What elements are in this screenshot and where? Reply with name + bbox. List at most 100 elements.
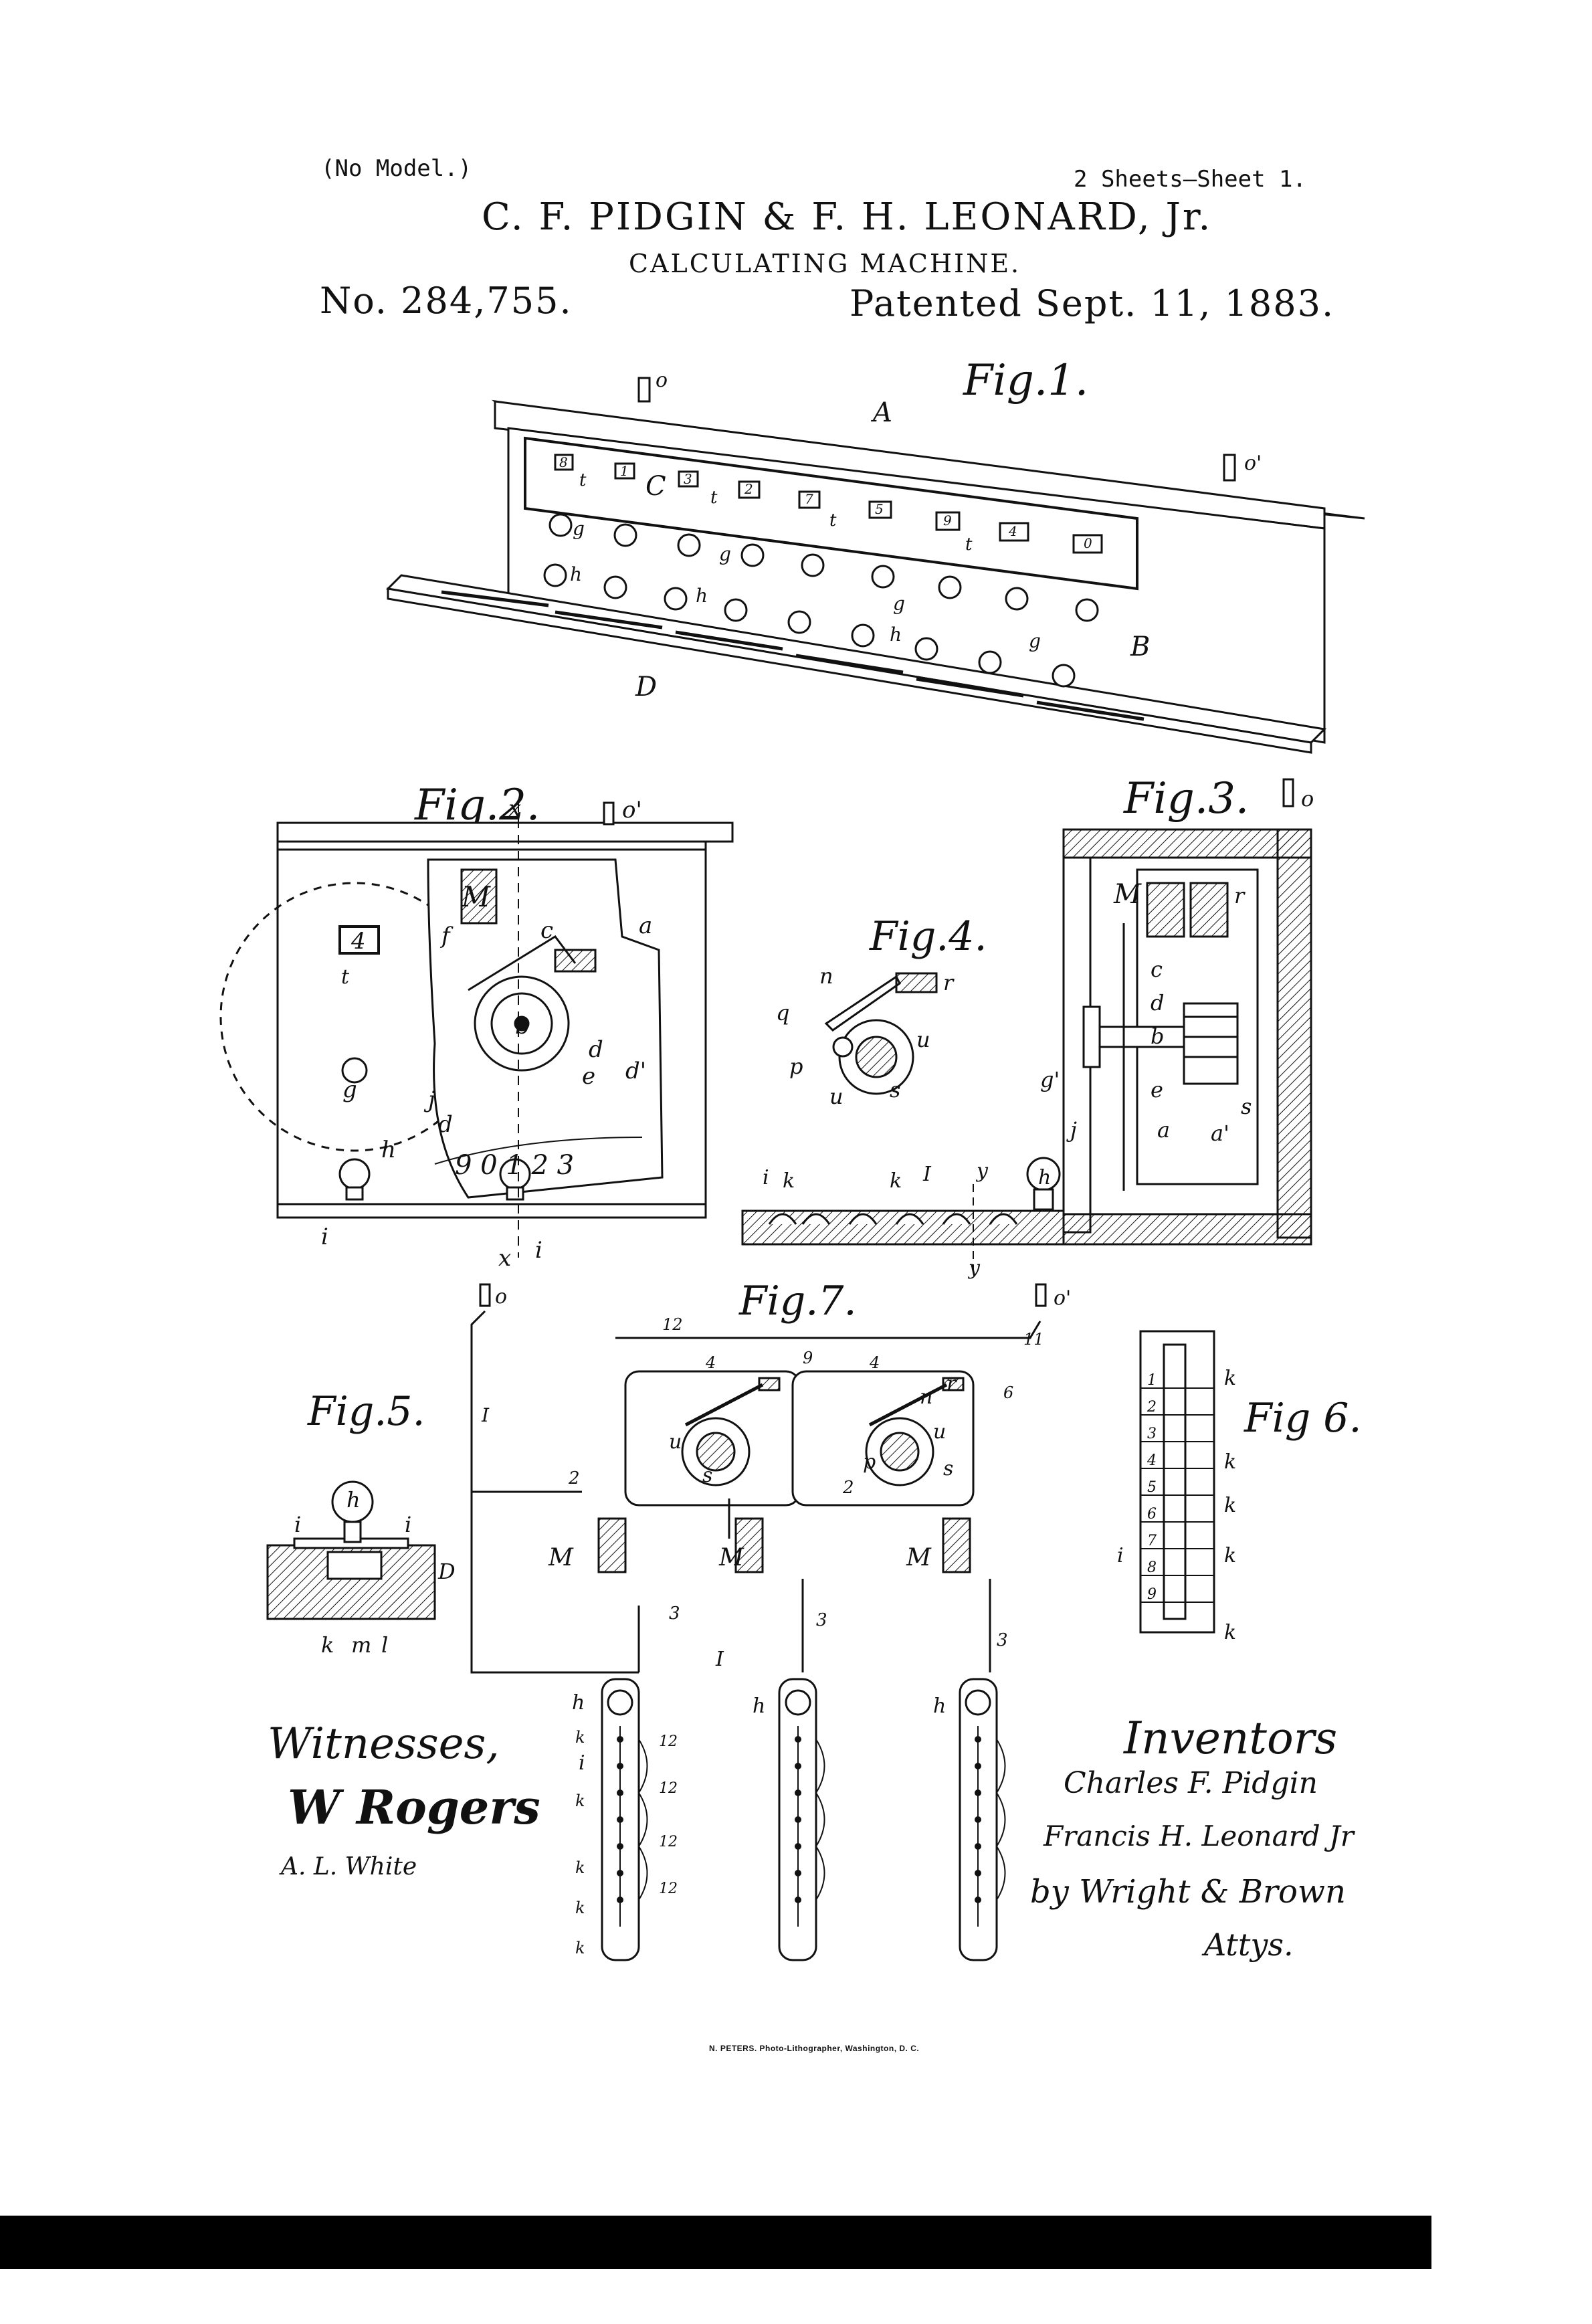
- svg-text:g: g: [719, 543, 731, 565]
- sheet-count: 2 Sheets—Sheet 1.: [1074, 166, 1306, 193]
- svg-text:4: 4: [1008, 523, 1017, 539]
- svg-text:h: h: [570, 563, 582, 585]
- fig3-caption: Fig.3.: [1123, 774, 1249, 824]
- display-box-1: [554, 454, 574, 471]
- display-box-8: [999, 522, 1029, 542]
- svg-text:t: t: [341, 965, 350, 989]
- svg-text:x: x: [498, 1245, 511, 1272]
- display-box-9: [1072, 534, 1103, 554]
- svg-text:i: i: [535, 1237, 542, 1264]
- svg-text:3: 3: [816, 1610, 827, 1630]
- svg-text:g: g: [1029, 630, 1041, 652]
- svg-text:o': o': [1244, 452, 1262, 475]
- svg-text:h: h: [572, 1691, 585, 1715]
- svg-text:g: g: [342, 1076, 357, 1103]
- svg-text:i: i: [294, 1512, 301, 1537]
- svg-text:o': o': [622, 797, 642, 824]
- inventor-signature-1: Charles F. Pidgin: [1064, 1766, 1318, 1800]
- svg-text:o: o: [495, 1285, 507, 1309]
- figure-6: Fig 6. 123 456 789 kk kk ki: [1117, 1330, 1362, 1644]
- svg-text:k: k: [1224, 1494, 1236, 1517]
- svg-text:i: i: [1117, 1544, 1124, 1567]
- svg-text:k: k: [890, 1169, 902, 1193]
- svg-text:g': g': [1040, 1067, 1060, 1092]
- svg-text:12: 12: [662, 1315, 683, 1334]
- svg-text:D: D: [635, 672, 657, 702]
- svg-text:A: A: [870, 397, 892, 428]
- svg-text:k: k: [1224, 1544, 1236, 1567]
- svg-text:3: 3: [669, 1604, 680, 1624]
- svg-text:u: u: [916, 1027, 930, 1052]
- display-box-4: [738, 480, 761, 499]
- svg-text:y: y: [975, 1159, 989, 1183]
- svg-text:5: 5: [1147, 1479, 1157, 1496]
- svg-text:s: s: [702, 1464, 712, 1487]
- fig2-display-digit: 4: [351, 928, 366, 955]
- svg-text:o': o': [1054, 1286, 1071, 1310]
- svg-text:d: d: [1151, 990, 1164, 1015]
- svg-text:C: C: [645, 471, 666, 502]
- svg-text:M: M: [548, 1544, 574, 1571]
- svg-text:4: 4: [705, 1353, 716, 1372]
- fig7-caption: Fig.7.: [738, 1278, 857, 1325]
- svg-text:c: c: [540, 917, 553, 944]
- svg-text:3: 3: [997, 1630, 1008, 1650]
- display-box-6: [868, 500, 892, 519]
- svg-text:k: k: [783, 1169, 795, 1193]
- svg-text:4: 4: [869, 1353, 880, 1372]
- svg-text:t: t: [710, 488, 718, 508]
- svg-text:i: i: [405, 1512, 411, 1537]
- svg-text:x: x: [508, 795, 521, 822]
- svg-text:6: 6: [1147, 1506, 1157, 1523]
- svg-text:t: t: [965, 535, 973, 555]
- svg-text:12: 12: [659, 1780, 678, 1797]
- svg-text:r: r: [1234, 883, 1246, 908]
- svg-text:k: k: [575, 1728, 585, 1747]
- inventor-signature-2: Francis H. Leonard Jr: [1043, 1820, 1354, 1852]
- svg-text:B: B: [1130, 632, 1150, 662]
- witness-signature-1: W Rogers: [288, 1779, 540, 1835]
- svg-text:q: q: [776, 1000, 789, 1026]
- svg-text:m: m: [351, 1632, 371, 1658]
- svg-text:k: k: [575, 1858, 585, 1877]
- svg-text:g: g: [573, 518, 585, 540]
- svg-text:b: b: [1151, 1024, 1164, 1049]
- svg-text:d': d': [625, 1058, 646, 1084]
- svg-text:a: a: [1157, 1117, 1170, 1143]
- svg-text:b: b: [515, 1013, 530, 1040]
- svg-text:1: 1: [1147, 1372, 1157, 1389]
- fig5-caption: Fig.5.: [307, 1388, 425, 1435]
- svg-text:k: k: [1224, 1450, 1236, 1474]
- svg-text:s: s: [1241, 1094, 1252, 1119]
- svg-text:4: 4: [1147, 1452, 1157, 1469]
- witness-signature-2: A. L. White: [281, 1853, 417, 1880]
- svg-text:3: 3: [684, 471, 692, 487]
- svg-text:a: a: [639, 912, 652, 939]
- svg-text:k: k: [575, 1899, 585, 1917]
- svg-text:d: d: [438, 1111, 453, 1138]
- svg-text:k: k: [1224, 1621, 1236, 1644]
- figure-3: Fig.3. M r c d b e a a' s j g' o: [1040, 774, 1314, 1246]
- svg-text:e: e: [582, 1063, 595, 1090]
- patent-date: Patented Sept. 11, 1883.: [850, 282, 1335, 324]
- svg-text:h: h: [346, 1487, 361, 1513]
- inventors-signature-heading: Inventors: [1124, 1713, 1338, 1764]
- display-box-7: [935, 511, 961, 531]
- svg-text:2: 2: [1147, 1399, 1157, 1416]
- svg-text:l: l: [381, 1632, 388, 1658]
- svg-text:h: h: [381, 1137, 396, 1163]
- svg-text:M: M: [461, 880, 491, 913]
- svg-text:d: d: [589, 1036, 603, 1063]
- model-note: (No Model.): [321, 155, 472, 182]
- svg-text:o: o: [656, 369, 668, 392]
- inventors-heading: C. F. PIDGIN & F. H. LEONARD, Jr.: [482, 195, 1213, 239]
- display-box-2: [614, 462, 635, 480]
- svg-text:M: M: [906, 1544, 932, 1571]
- printer-credit: N. PETERS. Photo-Lithographer, Washingto…: [709, 2044, 920, 2053]
- svg-text:u: u: [669, 1430, 682, 1454]
- svg-text:t: t: [579, 470, 587, 490]
- display-box-5: [798, 490, 821, 509]
- svg-text:n: n: [920, 1385, 932, 1409]
